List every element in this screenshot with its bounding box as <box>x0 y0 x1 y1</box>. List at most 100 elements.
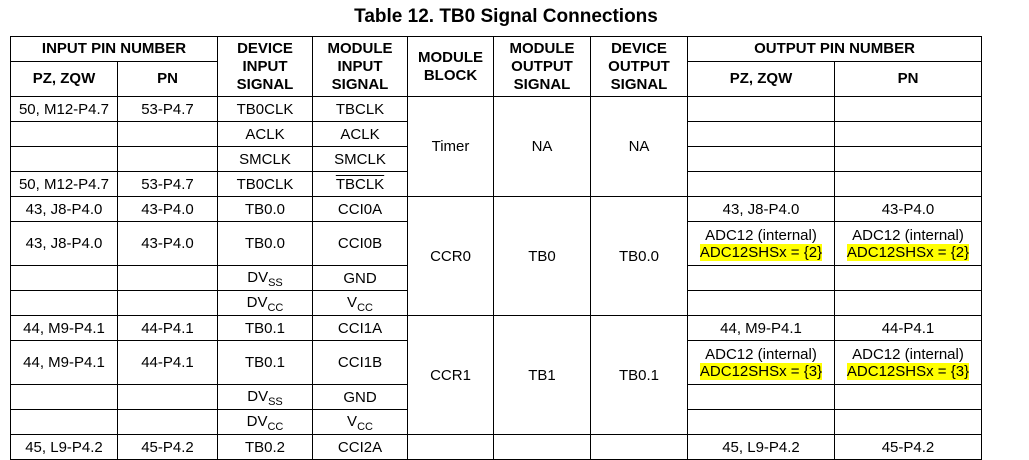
input-pn-cell <box>117 146 218 172</box>
table-row: 43, J8-P4.0 43-P4.0 TB0.0 CCI0A CCR0 TB0… <box>10 196 982 316</box>
input-pz-cell: 43, J8-P4.0 <box>10 221 118 266</box>
header-device-output-signal: DEVICE OUTPUT SIGNAL <box>590 36 688 97</box>
output-pz-cell: 43, J8-P4.0 <box>687 196 835 222</box>
header-input-pin-number: INPUT PIN NUMBER <box>10 36 218 62</box>
device-input-cell: TB0.2 <box>217 434 313 460</box>
inverted-signal: TBCLK <box>335 175 385 193</box>
output-pz-cell <box>687 290 835 316</box>
input-pn-cell <box>117 409 218 435</box>
input-pz-cell: 45, L9-P4.2 <box>10 434 118 460</box>
module-input-cell: CCI2A <box>312 434 408 460</box>
input-pn-cell <box>117 290 218 316</box>
output-pn-cell: ADC12 (internal) ADC12SHSx = {2} <box>834 221 982 266</box>
table-row: 43, J8-P4.0 43-P4.0 TB0.0 CCI0B ADC12 (i… <box>10 221 982 266</box>
input-pz-cell: 50, M12-P4.7 <box>10 171 118 197</box>
output-pn-cell <box>834 96 982 122</box>
header-output-pin-number: OUTPUT PIN NUMBER <box>687 36 982 62</box>
input-pz-cell: 50, M12-P4.7 <box>10 96 118 122</box>
table-row: 50, M12-P4.7 53-P4.7 TB0CLK TBCLK Timer … <box>10 96 982 197</box>
output-pn-cell: 45-P4.2 <box>834 434 982 460</box>
header-input-pn: PN <box>117 61 218 97</box>
table-row: DVSS GND <box>10 384 982 410</box>
output-pn-cell <box>834 121 982 147</box>
input-pz-cell <box>10 290 118 316</box>
module-output-cell: TB1 <box>493 315 591 435</box>
output-internal-label: ADC12 (internal) <box>852 345 964 363</box>
output-pn-cell <box>834 384 982 410</box>
module-input-cell: GND <box>312 265 408 291</box>
input-pz-cell: 43, J8-P4.0 <box>10 196 118 222</box>
output-internal-label: ADC12 (internal) <box>705 226 817 244</box>
input-pn-cell: 53-P4.7 <box>117 96 218 122</box>
input-pz-cell <box>10 146 118 172</box>
module-output-cell: TB0 <box>493 196 591 316</box>
input-pn-cell: 43-P4.0 <box>117 196 218 222</box>
output-pn-cell <box>834 290 982 316</box>
input-pn-cell: 44-P4.1 <box>117 340 218 385</box>
input-pn-cell: 43-P4.0 <box>117 221 218 266</box>
output-pz-cell <box>687 265 835 291</box>
device-output-cell: NA <box>590 96 688 197</box>
output-pz-cell <box>687 96 835 122</box>
output-pz-cell <box>687 409 835 435</box>
device-input-cell: DVSS <box>217 384 313 410</box>
output-pn-cell <box>834 171 982 197</box>
header-input-pz-zqw: PZ, ZQW <box>10 61 118 97</box>
input-pn-cell: 44-P4.1 <box>117 315 218 341</box>
highlighted-adc-setting: ADC12SHSx = {2} <box>846 243 970 261</box>
module-block-cell <box>407 434 494 460</box>
module-output-cell: NA <box>493 96 591 197</box>
header-module-input-signal: MODULE INPUT SIGNAL <box>312 36 408 97</box>
module-block-cell: CCR1 <box>407 315 494 435</box>
header-module-block: MODULE BLOCK <box>407 36 494 97</box>
highlighted-adc-setting: ADC12SHSx = {2} <box>699 243 823 261</box>
highlighted-adc-setting: ADC12SHSx = {3} <box>699 362 823 380</box>
output-pn-cell: 43-P4.0 <box>834 196 982 222</box>
header-output-pz-zqw: PZ, ZQW <box>687 61 835 97</box>
output-pn-cell: ADC12 (internal) ADC12SHSx = {3} <box>834 340 982 385</box>
device-input-cell: TB0CLK <box>217 96 313 122</box>
device-input-cell: TB0.0 <box>217 196 313 222</box>
input-pz-cell: 44, M9-P4.1 <box>10 340 118 385</box>
table-row: 44, M9-P4.1 44-P4.1 TB0.1 CCI1A CCR1 TB1… <box>10 315 982 435</box>
device-output-cell <box>590 434 688 460</box>
output-pz-cell <box>687 384 835 410</box>
header-device-input-signal: DEVICE INPUT SIGNAL <box>217 36 313 97</box>
input-pn-cell <box>117 121 218 147</box>
output-pz-cell <box>687 171 835 197</box>
input-pz-cell <box>10 265 118 291</box>
input-pn-cell <box>117 265 218 291</box>
input-pz-cell <box>10 121 118 147</box>
input-pz-cell: 44, M9-P4.1 <box>10 315 118 341</box>
module-input-cell: TBCLK <box>312 96 408 122</box>
module-input-cell: ACLK <box>312 121 408 147</box>
input-pz-cell <box>10 384 118 410</box>
output-internal-label: ADC12 (internal) <box>852 226 964 244</box>
output-pn-cell: 44-P4.1 <box>834 315 982 341</box>
highlighted-adc-setting: ADC12SHSx = {3} <box>846 362 970 380</box>
header-module-output-signal: MODULE OUTPUT SIGNAL <box>493 36 591 97</box>
output-pn-cell <box>834 265 982 291</box>
output-pn-cell <box>834 409 982 435</box>
device-input-cell: TB0CLK <box>217 171 313 197</box>
module-input-cell: CCI0B <box>312 221 408 266</box>
input-pn-cell: 53-P4.7 <box>117 171 218 197</box>
output-pz-cell: 44, M9-P4.1 <box>687 315 835 341</box>
input-pn-cell: 45-P4.2 <box>117 434 218 460</box>
device-input-cell: DVCC <box>217 409 313 435</box>
module-input-cell: SMCLK <box>312 146 408 172</box>
signal-connections-table: INPUT PIN NUMBER DEVICE INPUT SIGNAL MOD… <box>10 36 982 460</box>
device-input-cell: SMCLK <box>217 146 313 172</box>
device-input-cell: TB0.0 <box>217 221 313 266</box>
input-pn-cell <box>117 384 218 410</box>
output-pz-cell: ADC12 (internal) ADC12SHSx = {3} <box>687 340 835 385</box>
output-pz-cell <box>687 121 835 147</box>
module-block-cell: CCR0 <box>407 196 494 316</box>
device-input-cell: DVCC <box>217 290 313 316</box>
table-title: Table 12. TB0 Signal Connections <box>354 6 658 27</box>
table-row: 44, M9-P4.1 44-P4.1 TB0.1 CCI1B ADC12 (i… <box>10 340 982 385</box>
output-pz-cell <box>687 146 835 172</box>
output-pn-cell <box>834 146 982 172</box>
device-input-cell: DVSS <box>217 265 313 291</box>
output-pz-cell: ADC12 (internal) ADC12SHSx = {2} <box>687 221 835 266</box>
